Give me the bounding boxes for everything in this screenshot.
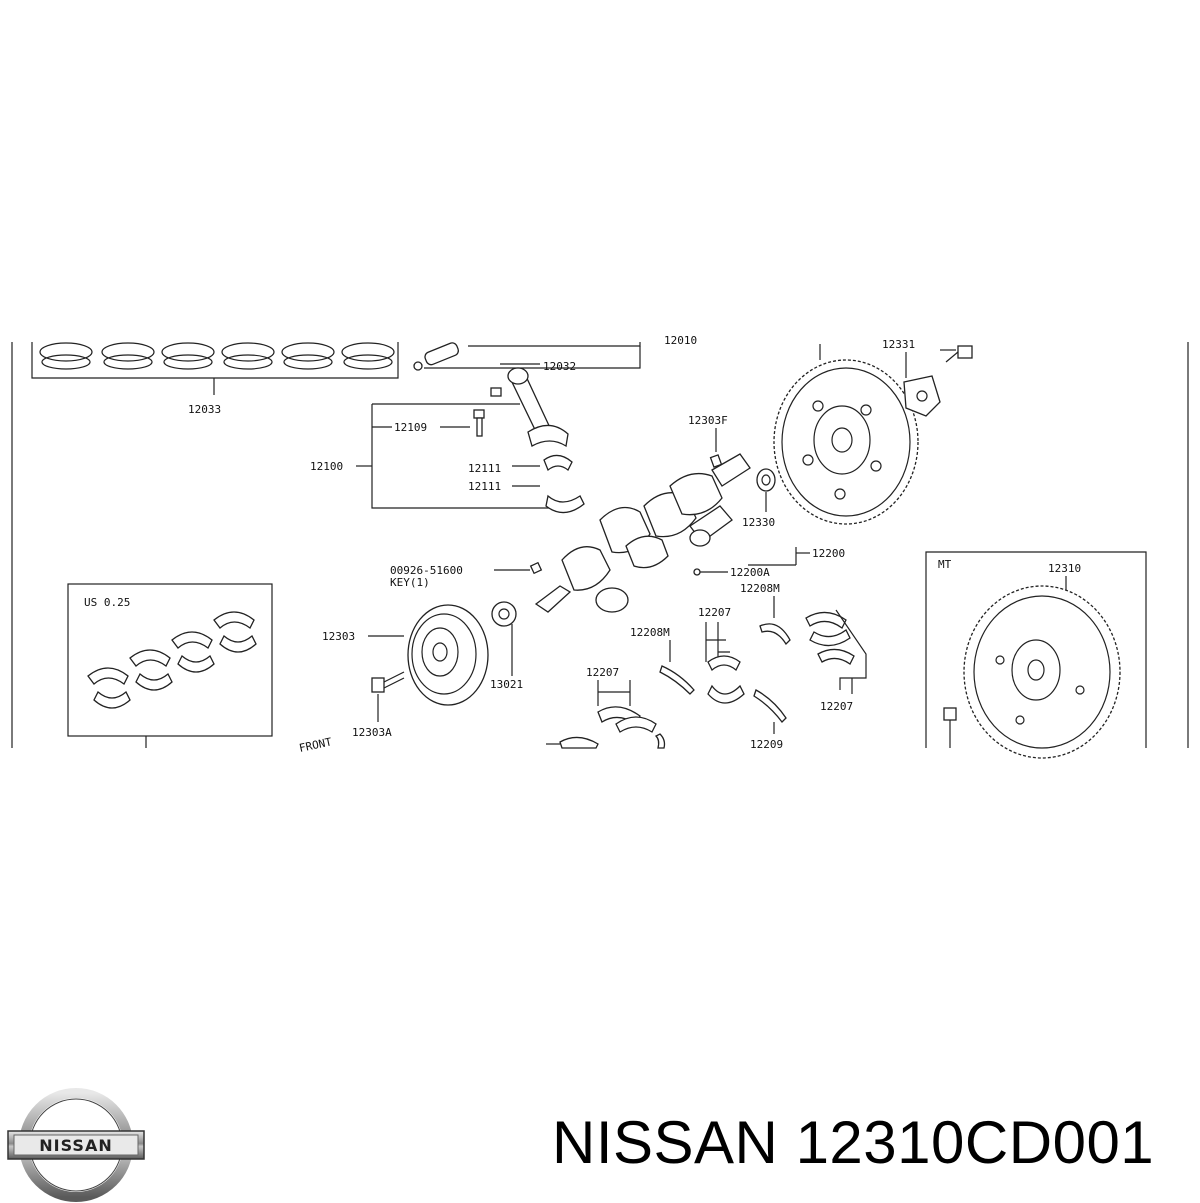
drive-plate-bolt-icon [957, 345, 973, 359]
thrust-washer-c-icon [753, 689, 787, 723]
label-key-qty: KEY(1) [390, 576, 430, 589]
pulley-bolt-icon [371, 671, 405, 693]
label-12207-a: 12207 [698, 606, 731, 619]
undersize-bearing-box: US 0.25 [67, 583, 273, 748]
main-bearing-set-icon [805, 611, 855, 665]
thrust-washer-b-icon [759, 623, 791, 646]
conrod-bolt-icon [473, 387, 502, 437]
snap-ring-icon [413, 361, 423, 371]
brand-name: NISSAN [552, 1109, 779, 1176]
label-12111-a: 12111 [468, 462, 501, 475]
label-12303F: 12303F [688, 414, 728, 427]
part-caption: NISSAN 12310CD001 [552, 1108, 1192, 1178]
label-12032: 12032 [543, 360, 576, 373]
piston-ring-set: 12033 [31, 342, 399, 416]
piston-rings-icon [39, 342, 395, 370]
label-00926-51600: 00926-51600 [390, 564, 463, 577]
drive-plate: 12331 [773, 338, 973, 525]
piston-pin-icon [424, 342, 460, 366]
thrust-washer-a-icon [659, 665, 695, 695]
main-bearing-lower-icon [707, 684, 745, 704]
connecting-rod: 12100 12109 12111 12111 [310, 367, 585, 514]
piston-pin: 12032 12010 [413, 334, 697, 373]
bushing-icon [756, 468, 776, 492]
crank-sprocket: 13021 [490, 601, 523, 691]
label-13021: 13021 [490, 678, 523, 691]
reinforcement-plate-icon [903, 375, 941, 417]
label-12207-b: 12207 [586, 666, 619, 679]
label-12200A: 12200A [730, 566, 770, 579]
label-12330: 12330 [742, 516, 775, 529]
flywheel-bolt-icon [943, 707, 957, 721]
drive-plate-icon [773, 359, 919, 525]
label-12010: 12010 [664, 334, 697, 347]
conrod-bearing-upper-icon [543, 454, 573, 472]
label-12208M-b: 12208M [740, 582, 780, 595]
label-us-0.25: US 0.25 [84, 596, 130, 609]
label-12200: 12200 [812, 547, 845, 560]
woodruff-key-icon [529, 561, 543, 575]
crankshaft-icon [534, 453, 751, 613]
conrod-bearing-lower-icon [545, 494, 585, 514]
label-12310: 12310 [1048, 562, 1081, 575]
label-12331: 12331 [882, 338, 915, 351]
pilot-bushing: 12330 [742, 468, 776, 529]
part-number: 12310CD001 [795, 1109, 1155, 1176]
label-12033: 12033 [188, 403, 221, 416]
logo-wordmark: NISSAN [39, 1136, 112, 1155]
label-mt: MT [938, 558, 952, 571]
label-12208M-a: 12208M [630, 626, 670, 639]
label-12100: 12100 [310, 460, 343, 473]
flywheel-icon [963, 585, 1121, 759]
sprocket-icon [491, 601, 517, 627]
nissan-logo: NISSAN [7, 1088, 145, 1202]
crankshaft: 12200 12200A [534, 453, 845, 613]
main-bearing-upper-icon [707, 655, 741, 672]
bearing-shells-icon [87, 611, 257, 709]
mt-flywheel-box: MT 12310 [925, 551, 1147, 759]
label-12109: 12109 [394, 421, 427, 434]
label-12209: 12209 [750, 738, 783, 751]
crank-pulley: 12303 12303A [322, 604, 489, 739]
pilot-pin-icon [709, 454, 723, 468]
label-12303A: 12303A [352, 726, 392, 739]
label-12303: 12303 [322, 630, 355, 643]
label-12111-b: 12111 [468, 480, 501, 493]
pulley-icon [407, 604, 489, 706]
main-bearings: 12207 12208M 12208M 12209 12207 12207 [546, 582, 867, 751]
conrod-icon [507, 367, 569, 448]
label-12207-c: 12207 [820, 700, 853, 713]
label-front: FRONT [298, 735, 333, 755]
